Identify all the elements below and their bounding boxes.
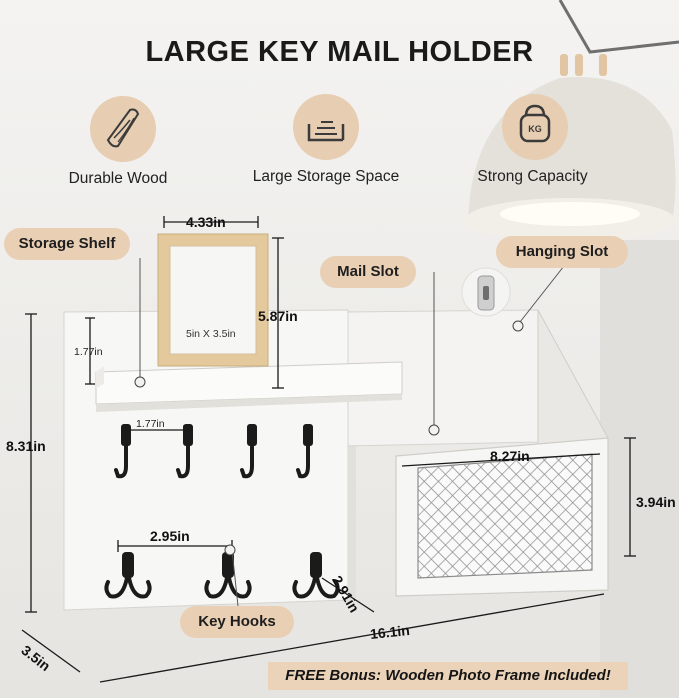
shelf-depth-label: 1.77in [74,346,103,358]
single-key-hook [176,424,193,479]
page-title: LARGE KEY MAIL HOLDER [145,36,534,68]
kg-badge-text: KG [528,124,542,134]
single-key-hook [296,424,313,479]
double-key-hook [204,552,252,599]
mail-slot-callout: Mail Slot [320,256,416,288]
mesh-panel [417,453,593,579]
strong-capacity-badge: KG [502,94,568,160]
hanging-slot-callout: Hanging Slot [496,236,628,268]
single-key-hook [240,424,257,479]
double-hook-spacing-label: 2.95in [150,528,190,544]
frame-photo-size-label: 5in X 3.5in [186,328,236,340]
mail-width-label: 8.27in [490,448,530,464]
strong-capacity-label: Strong Capacity [477,168,588,185]
durable-wood-label: Durable Wood [68,170,168,187]
key-hooks-callout: Key Hooks [180,606,294,638]
storage-shelf-callout: Storage Shelf [4,228,130,260]
mail-height-label: 3.94in [636,494,676,510]
large-storage-label: Large Storage Space [252,168,400,185]
total-height-label: 8.31in [6,438,46,454]
double-key-hook [292,552,340,599]
double-key-hook [104,552,152,599]
frame-width-label: 4.33in [186,214,226,230]
bonus-banner: FREE Bonus: Wooden Photo Frame Included! [268,662,628,690]
durable-wood-badge [90,96,156,162]
large-storage-badge [293,94,359,160]
frame-height-label: 5.87in [258,308,298,324]
hook-spacing-label: 1.77in [136,418,165,430]
kettlebell-icon: KG [519,104,551,143]
storage-tray-icon [307,121,345,142]
wood-plank-icon [106,108,140,148]
background-door [600,240,679,698]
